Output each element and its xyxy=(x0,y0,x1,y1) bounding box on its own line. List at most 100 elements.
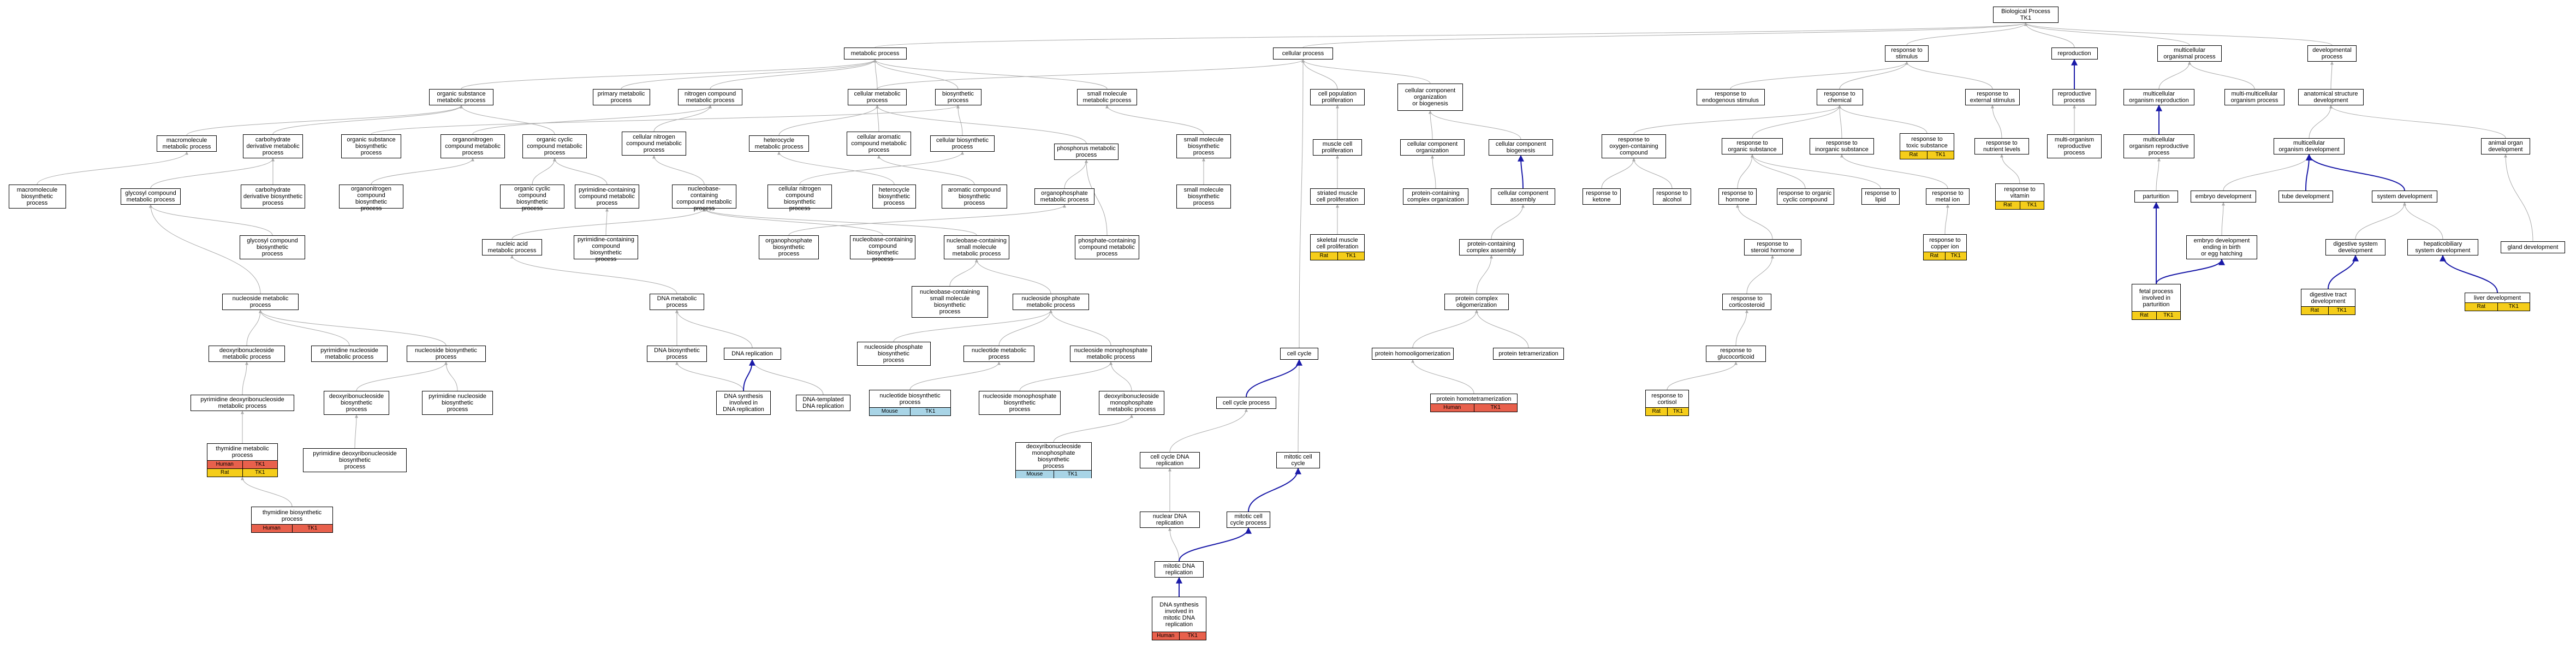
go-term-node-cell-nitrogen-met[interactable]: cellular nitrogen compound metabolic pro… xyxy=(622,132,686,156)
go-term-node-org-sub-met[interactable]: organic substance metabolic process xyxy=(429,89,493,105)
go-term-node-deoxyribonucleoside-mono-met[interactable]: deoxyribonucleoside monophosphate metabo… xyxy=(1099,391,1164,415)
go-term-node-resp-org-cyclic[interactable]: response to organic cyclic compound xyxy=(1776,188,1834,205)
go-term-node-heterocycle-met[interactable]: heterocycle metabolic process xyxy=(749,135,809,152)
go-term-node-dna-synth-rep[interactable]: DNA synthesis involved in DNA replicatio… xyxy=(716,391,771,415)
go-term-node-resp-nutrient[interactable]: response to nutrient levels xyxy=(1974,138,2029,154)
go-term-node-dna-synth-mitotic[interactable]: DNA synthesis involved in mitotic DNA re… xyxy=(1152,597,1206,640)
go-term-node-pyr-cont-met[interactable]: pyrimidine-containing compound metabolic… xyxy=(575,185,639,209)
go-term-node-protein-complex-oligo[interactable]: protein complex oligomerization xyxy=(1444,294,1509,310)
go-term-node-carb-deriv-bio[interactable]: carbohydrate derivative biosynthetic pro… xyxy=(241,185,305,209)
go-term-node-resp-steroid[interactable]: response to steroid hormone xyxy=(1744,239,1801,255)
go-term-node-nucleoside-phos-bio[interactable]: nucleoside phosphate biosynthetic proces… xyxy=(856,342,931,366)
go-term-node-parturition[interactable]: parturition xyxy=(2134,191,2178,203)
go-term-node-multicell-repro[interactable]: multicellular organism reproduction xyxy=(2123,89,2194,105)
go-term-node-organonitrogen-bio[interactable]: organonitrogen compound biosynthetic pro… xyxy=(339,185,403,212)
go-term-node-organophos-bio[interactable]: organophosphate biosynthetic process xyxy=(759,235,819,259)
go-term-node-animal-organ-dev[interactable]: animal organ development xyxy=(2481,138,2530,154)
go-term-node-cell-bio[interactable]: cellular biosynthetic process xyxy=(930,135,995,152)
go-term-node-heterocycle-bio[interactable]: heterocycle biosynthetic process xyxy=(872,185,916,209)
go-term-node-pyr-deoxy-met[interactable]: pyrimidine deoxyribonucleoside metabolic… xyxy=(191,395,294,411)
go-term-node-cell-cycle-proc[interactable]: cell cycle process xyxy=(1216,397,1276,409)
go-term-node-arom-bio[interactable]: aromatic compound biosynthetic process xyxy=(942,185,1007,209)
go-term-node-pyr-nucleoside-met[interactable]: pyrimidine nucleoside metabolic process xyxy=(311,346,388,362)
go-term-node-protein-homo[interactable]: protein homooligomerization xyxy=(1372,348,1454,360)
go-term-node-resp-inorg[interactable]: response to inorganic substance xyxy=(1810,138,1874,154)
go-term-node-resp-cortico[interactable]: response to corticosteroid xyxy=(1722,294,1771,310)
go-term-node-cell-cycle[interactable]: cell cycle xyxy=(1280,348,1318,360)
go-term-node-org-sub-bio[interactable]: organic substance biosynthetic process xyxy=(341,134,401,158)
go-term-node-embryo-dev[interactable]: embryo development xyxy=(2191,191,2256,203)
go-term-node-gland-dev[interactable]: gland development xyxy=(2501,241,2565,253)
go-term-node-nucleoside-mono-bio[interactable]: nucleoside monophosphate biosynthetic pr… xyxy=(979,391,1061,415)
go-term-node-reproduction[interactable]: reproduction xyxy=(2051,47,2098,60)
go-term-node-developmental[interactable]: developmental process xyxy=(2307,45,2357,62)
go-term-node-multi-org-repro[interactable]: multi-organism reproductive process xyxy=(2047,134,2102,158)
go-term-node-small-mol-met[interactable]: small molecule metabolic process xyxy=(1077,89,1137,105)
go-term-node-macromol-bio[interactable]: macromolecule biosynthetic process xyxy=(8,185,66,209)
go-term-node-cell-pop-prolif[interactable]: cell population proliferation xyxy=(1310,89,1365,105)
go-term-node-org-cyclic-bio[interactable]: organic cyclic compound biosynthetic pro… xyxy=(500,185,564,212)
go-term-node-resp-ketone[interactable]: response to ketone xyxy=(1583,188,1621,205)
go-term-node-tube-dev[interactable]: tube development xyxy=(2278,191,2333,203)
go-term-node-protein-complex-org[interactable]: protein-containing complex organization xyxy=(1403,188,1468,205)
go-term-node-carb-deriv-met[interactable]: carbohydrate derivative metabolic proces… xyxy=(243,134,303,158)
go-term-node-nucleotide-met[interactable]: nucleotide metabolic process xyxy=(963,346,1034,362)
go-term-node-nitrogen-met[interactable]: nitrogen compound metabolic process xyxy=(678,89,742,105)
go-term-node-deoxy-bio[interactable]: deoxyribonucleoside biosynthetic process xyxy=(324,391,389,415)
go-term-node-resp-chem[interactable]: response to chemical xyxy=(1816,89,1863,105)
go-term-node-cellular[interactable]: cellular process xyxy=(1273,47,1333,60)
go-term-node-dna-bio[interactable]: DNA biosynthetic process xyxy=(647,346,707,362)
go-term-node-pyr-cont-bio[interactable]: pyrimidine-containing compound biosynthe… xyxy=(574,235,638,263)
go-term-node-system-dev[interactable]: system development xyxy=(2372,191,2437,203)
go-term-node-metabolic[interactable]: metabolic process xyxy=(843,47,907,60)
go-term-node-primary-met[interactable]: primary metabolic process xyxy=(592,89,650,105)
go-term-node-cc-biogen[interactable]: cellular component biogenesis xyxy=(1489,139,1553,156)
go-term-node-nucbase-small-bio[interactable]: nucleobase-containing small molecule bio… xyxy=(912,286,988,318)
go-term-node-phosphate-met[interactable]: phosphate-containing compound metabolic … xyxy=(1075,235,1139,259)
go-term-node-multi-multi-repro[interactable]: multi-multicellular organism process xyxy=(2224,89,2285,105)
go-term-node-protein-complex-assembly[interactable]: protein-containing complex assembly xyxy=(1459,239,1524,255)
go-term-node-organonitrogen-met[interactable]: organonitrogen compound metabolic proces… xyxy=(441,134,505,158)
go-term-node-mitotic-cc-proc[interactable]: mitotic cell cycle process xyxy=(1227,512,1270,528)
go-term-node-cell-nitrogen-bio[interactable]: cellular nitrogen compound biosynthetic … xyxy=(768,185,832,212)
go-term-node-multicell-repro2[interactable]: multicellular organism reproductive proc… xyxy=(2123,134,2194,158)
go-term-node-ccob[interactable]: cellular component organization or bioge… xyxy=(1397,84,1463,111)
go-term-node-multicell-dev[interactable]: multicellular organism development xyxy=(2274,138,2345,154)
go-term-node-dna-met[interactable]: DNA metabolic process xyxy=(650,294,704,310)
go-term-node-mitotic-dna-rep[interactable]: mitotic DNA replication xyxy=(1155,561,1204,578)
go-term-node-nucleic-met[interactable]: nucleic acid metabolic process xyxy=(482,239,542,255)
go-term-node-nucleoside-mono-met[interactable]: nucleoside monophosphate metabolic proce… xyxy=(1070,346,1152,362)
go-term-node-cell-met[interactable]: cellular metabolic process xyxy=(848,89,907,105)
go-term-node-pyr-deoxy-bio[interactable]: pyrimidine deoxyribonucleoside biosynthe… xyxy=(303,448,407,472)
go-term-node-dna-replication[interactable]: DNA replication xyxy=(723,348,781,360)
go-term-node-anat-struct-dev[interactable]: anatomical structure development xyxy=(2298,89,2364,105)
go-term-node-muscle-prolif[interactable]: muscle cell proliferation xyxy=(1313,139,1362,156)
go-term-node-hepatobiliary-dev[interactable]: hepaticobiliary system development xyxy=(2407,239,2478,255)
go-term-node-repro-proc[interactable]: reproductive process xyxy=(2053,89,2096,105)
go-term-node-digestive-sys-dev[interactable]: digestive system development xyxy=(2325,239,2385,255)
go-term-node-protein-tetra[interactable]: protein tetramerization xyxy=(1493,348,1564,360)
go-term-node-glycosyl-bio[interactable]: glycosyl compound biosynthetic process xyxy=(240,235,305,259)
go-term-node-resp-lipid[interactable]: response to lipid xyxy=(1861,188,1900,205)
go-term-node-glycosyl-met[interactable]: glycosyl compound metabolic process xyxy=(121,188,181,205)
go-term-node-mitotic-cell-cycle[interactable]: mitotic cell cycle xyxy=(1276,452,1320,468)
go-term-node-nucleoside-met[interactable]: nucleoside metabolic process xyxy=(222,294,299,310)
go-term-node-resp-ext[interactable]: response to external stimulus xyxy=(1965,89,2020,105)
go-term-node-macromol-met[interactable]: macromolecule metabolic process xyxy=(157,135,217,152)
go-term-node-biosynthetic[interactable]: biosynthetic process xyxy=(935,89,981,105)
go-term-node-resp-alcohol[interactable]: response to alcohol xyxy=(1653,188,1691,205)
go-term-node-nuclear-dna-rep[interactable]: nuclear DNA replication xyxy=(1140,512,1200,528)
go-term-node-nucbase-cont-met[interactable]: nucleobase-containing compound metabolic… xyxy=(672,185,736,212)
go-term-node-cc-org[interactable]: cellular component organization xyxy=(1400,139,1465,156)
